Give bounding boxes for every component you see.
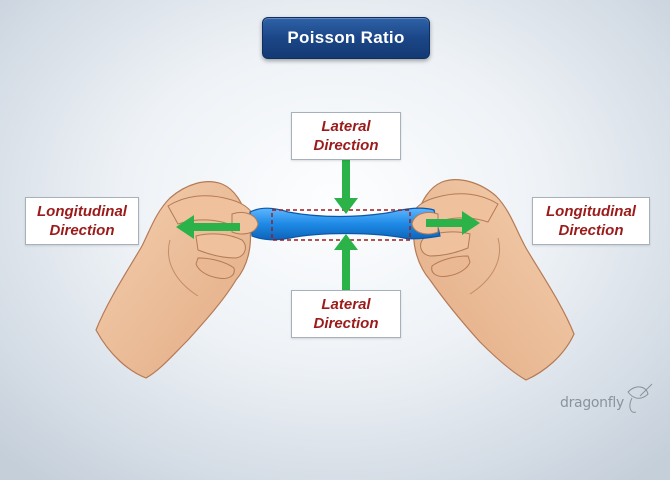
dragonfly-logo-icon (627, 383, 653, 413)
arrow-down-icon (334, 160, 358, 214)
longitudinal-label-line1: Longitudinal (546, 203, 636, 220)
lateral-label-line1: Lateral (321, 296, 371, 313)
page-title: Poisson Ratio (262, 17, 430, 59)
lateral-direction-label-top: Lateral Direction (291, 112, 401, 160)
longitudinal-label-line2: Direction (49, 222, 115, 239)
longitudinal-direction-label-left: Longitudinal Direction (25, 197, 139, 245)
longitudinal-label-line1: Longitudinal (37, 203, 127, 220)
lateral-direction-label-bottom: Lateral Direction (291, 290, 401, 338)
dragonfly-logo-text: dragonfly (560, 395, 624, 411)
lateral-label-line2: Direction (313, 315, 379, 332)
lateral-label-line1: Lateral (321, 118, 371, 135)
rubber-band (249, 207, 441, 241)
arrow-up-icon (334, 234, 358, 290)
lateral-label-line2: Direction (313, 137, 379, 154)
longitudinal-direction-label-right: Longitudinal Direction (532, 197, 650, 245)
arrow-right-icon (426, 211, 480, 235)
arrow-left-icon (176, 215, 240, 239)
longitudinal-label-line2: Direction (558, 222, 624, 239)
